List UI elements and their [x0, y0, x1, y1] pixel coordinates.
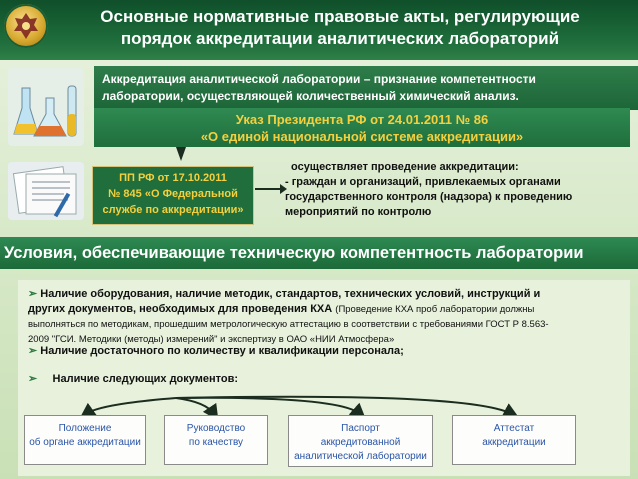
decree-line-1: Указ Президента РФ от 24.01.2011 № 86 [235, 112, 489, 127]
document-accreditation-certificate: Аттестат аккредитации [452, 415, 576, 465]
chevron-right-icon: ➢ [28, 373, 41, 385]
document-regulation-on-body: Положение об органе аккредитации [24, 415, 146, 465]
definition-line-2: лаборатории, осуществляющей количественн… [102, 89, 519, 103]
equipment-note-2: выполняться по методикам, прошедшим метр… [28, 319, 549, 330]
document-quality-manual: Руководство по качеству [164, 415, 268, 465]
presidential-decree-box: Указ Президента РФ от 24.01.2011 № 86 «О… [94, 108, 630, 147]
doc1-line-2: об органе аккредитации [29, 437, 141, 448]
condition-item-equipment: ➢ Наличие оборудования, наличие методик,… [28, 287, 623, 347]
scope-line-1: осуществляет проведение аккредитации: [291, 161, 519, 173]
decree-line-2: «О единой национальной системе аккредита… [200, 129, 524, 144]
down-arrow-icon [176, 147, 186, 161]
doc4-line-2: аккредитации [482, 437, 546, 448]
doc3-line-1: Паспорт [341, 423, 380, 434]
documents-image [8, 162, 84, 220]
doc2-line-2: по качеству [188, 437, 244, 448]
scope-line-2: - граждан и организаций, привлекаемых ор… [285, 176, 561, 188]
equipment-text-2: других документов, необходимых для прове… [28, 303, 333, 315]
equipment-note-3: 2009 "ГСИ. Методики (методы) измерений" … [28, 334, 395, 345]
lab-flasks-image [8, 68, 84, 146]
header-bar: Основные нормативные правовые акты, регу… [0, 0, 638, 60]
document-lab-passport: Паспорт аккредитованной аналитической ла… [288, 415, 433, 467]
doc1-line-1: Положение [58, 423, 112, 434]
personnel-text: Наличие достаточного по количеству и ква… [40, 345, 404, 357]
coat-of-arms-emblem [4, 4, 48, 48]
accreditation-scope-text: осуществляет проведение аккредитации: - … [285, 160, 630, 220]
scope-line-3: государственного контроля (надзора) к пр… [285, 191, 573, 203]
government-resolution-box: ПП РФ от 17.10.2011 № 845 «О Федеральной… [92, 166, 254, 225]
resolution-line-2: № 845 «О Федеральной [108, 188, 238, 200]
condition-item-documents: ➢ Наличие следующих документов: [28, 372, 623, 387]
resolution-line-1: ПП РФ от 17.10.2011 [119, 172, 227, 184]
scope-line-4: мероприятий по контролю [285, 206, 432, 218]
title-line-2: порядок аккредитации аналитических лабор… [120, 29, 560, 48]
equipment-note-1: (Проведение КХА проб лаборатории должны [335, 304, 535, 315]
chevron-right-icon: ➢ [28, 345, 41, 357]
equipment-text-1: Наличие оборудования, наличие методик, с… [40, 288, 541, 300]
doc3-line-3: аналитической лаборатории [294, 451, 427, 462]
resolution-line-3: службе по аккредитации» [102, 204, 244, 216]
documents-text: Наличие следующих документов: [52, 373, 239, 385]
conditions-heading: Условия, обеспечивающие техническую комп… [0, 237, 638, 269]
chevron-right-icon: ➢ [28, 288, 41, 300]
definition-line-1: Аккредитация аналитической лаборатории –… [102, 72, 536, 86]
right-arrow-icon [255, 184, 287, 194]
doc3-line-2: аккредитованной [320, 437, 401, 448]
conditions-title: Условия, обеспечивающие техническую комп… [4, 244, 584, 262]
doc4-line-1: Аттестат [493, 423, 535, 434]
condition-item-personnel: ➢ Наличие достаточного по количеству и к… [28, 344, 623, 359]
accreditation-definition: Аккредитация аналитической лаборатории –… [94, 66, 638, 110]
title-line-1: Основные нормативные правовые акты, регу… [100, 7, 580, 26]
doc2-line-1: Руководство [186, 423, 246, 434]
page-title: Основные нормативные правовые акты, регу… [60, 6, 620, 50]
